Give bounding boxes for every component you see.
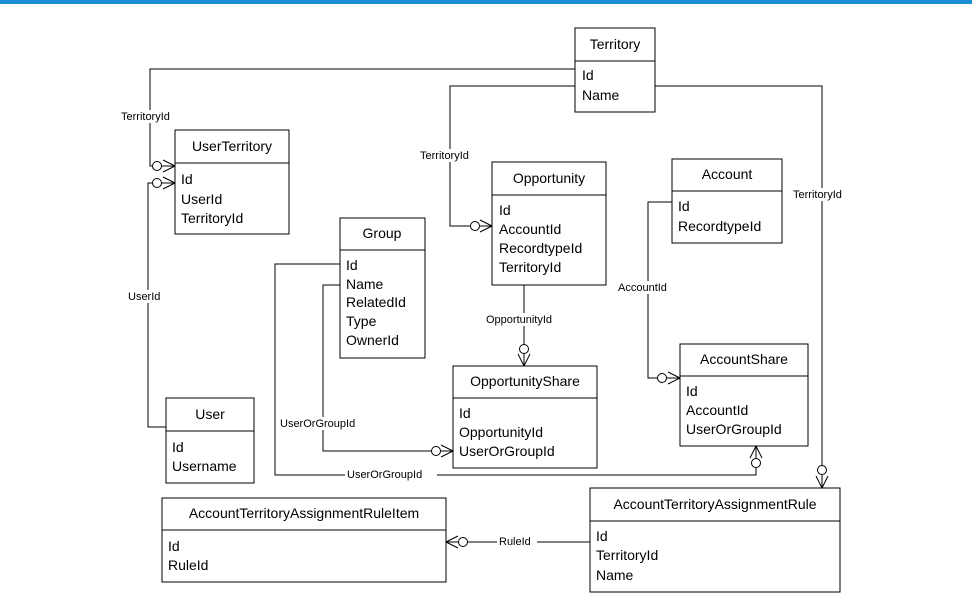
entity-field: OpportunityId xyxy=(459,424,543,440)
entity-field: Name xyxy=(346,276,384,292)
entity-field: Id xyxy=(499,202,511,218)
entity-title: Territory xyxy=(590,36,641,52)
entity-title: Account xyxy=(702,166,753,182)
entity-opportunity: Opportunity Id AccountId RecordtypeId Te… xyxy=(491,161,607,286)
crowsfoot-marker xyxy=(445,535,468,549)
entity-account-share: AccountShare Id AccountId UserOrGroupId xyxy=(679,343,809,447)
entity-title: AccountShare xyxy=(700,351,788,367)
entity-field: RuleId xyxy=(168,557,208,573)
rel-group-opportunityshare xyxy=(322,284,453,452)
entity-title: Opportunity xyxy=(513,170,585,186)
rel-label: TerritoryId xyxy=(793,189,842,201)
rel-label: UserOrGroupId xyxy=(347,469,422,481)
crowsfoot-marker xyxy=(431,444,454,458)
entity-field: RecordtypeId xyxy=(499,240,582,256)
crowsfoot-marker xyxy=(470,219,493,233)
rel-label: UserId xyxy=(128,291,160,303)
crowsfoot-marker xyxy=(517,344,531,367)
entity-field: OwnerId xyxy=(346,332,399,348)
crowsfoot-marker xyxy=(815,465,829,489)
entity-title: AccountTerritoryAssignmentRuleItem xyxy=(189,505,419,521)
entity-opportunity-share: OpportunityShare Id OpportunityId UserOr… xyxy=(452,365,598,469)
entity-account-territory-assignment-rule-item: AccountTerritoryAssignmentRuleItem Id Ru… xyxy=(161,497,447,583)
rel-label: OpportunityId xyxy=(486,314,552,326)
rel-user-userterritory xyxy=(147,182,175,428)
entity-field: Id xyxy=(678,198,690,214)
entity-user-territory: UserTerritory Id UserId TerritoryId xyxy=(174,129,290,235)
entity-field: UserId xyxy=(181,191,222,207)
rel-label: TerritoryId xyxy=(121,111,170,123)
entity-territory: Territory Id Name xyxy=(574,27,656,113)
entity-field: Type xyxy=(346,313,377,329)
entity-title: Group xyxy=(363,225,402,241)
top-accent-bar xyxy=(0,0,972,4)
crowsfoot-marker xyxy=(749,445,763,468)
entity-field: TerritoryId xyxy=(499,259,561,275)
entity-field: UserOrGroupId xyxy=(686,421,782,437)
entity-user: User Id Username xyxy=(165,397,255,484)
entity-field: AccountId xyxy=(686,402,748,418)
entity-title: AccountTerritoryAssignmentRule xyxy=(613,496,816,512)
entity-title: UserTerritory xyxy=(192,138,272,154)
entity-field: RecordtypeId xyxy=(678,218,761,234)
entity-field: TerritoryId xyxy=(596,547,658,563)
entity-account: Account Id RecordtypeId xyxy=(671,158,783,244)
entity-field: Id xyxy=(168,538,180,554)
entity-field: TerritoryId xyxy=(181,210,243,226)
entity-field: Id xyxy=(172,439,184,455)
rel-territory-atar xyxy=(655,85,823,488)
entity-field: Id xyxy=(686,383,698,399)
entity-field: Id xyxy=(181,171,193,187)
entity-account-territory-assignment-rule: AccountTerritoryAssignmentRule Id Territ… xyxy=(589,487,841,593)
entity-field: RelatedId xyxy=(346,294,406,310)
rel-label: AccountId xyxy=(618,282,667,294)
rel-label: RuleId xyxy=(499,536,531,548)
crowsfoot-marker xyxy=(152,159,176,173)
entity-field: Name xyxy=(596,567,634,583)
entity-field: UserOrGroupId xyxy=(459,443,555,459)
crowsfoot-marker xyxy=(657,371,681,385)
entity-field: Id xyxy=(582,67,594,83)
entity-title: User xyxy=(195,406,225,422)
rel-label: UserOrGroupId xyxy=(280,418,355,430)
entity-field: Id xyxy=(346,257,358,273)
entity-field: Id xyxy=(459,405,471,421)
entity-group: Group Id Name RelatedId Type OwnerId xyxy=(339,217,426,359)
entity-field: Name xyxy=(582,87,620,103)
entity-field: Username xyxy=(172,458,237,474)
entity-field: AccountId xyxy=(499,221,561,237)
entity-field: Id xyxy=(596,528,608,544)
rel-label: TerritoryId xyxy=(420,150,469,162)
entity-title: OpportunityShare xyxy=(470,373,580,389)
crowsfoot-marker xyxy=(152,176,176,190)
